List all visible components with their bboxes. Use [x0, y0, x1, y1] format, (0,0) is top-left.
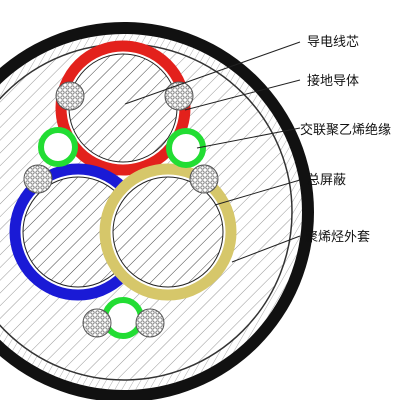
label-sheath: 聚烯烃外套	[305, 229, 370, 245]
stranded-ground-wire	[82, 308, 112, 338]
leader-line-insulation	[196, 127, 301, 149]
stranded-ground-wire	[189, 164, 219, 194]
stranded-ground-wire	[55, 81, 85, 111]
label-ground-conductor: 接地导体	[307, 73, 359, 89]
stranded-ground-wire	[23, 164, 53, 194]
stranded-ground-wire	[135, 308, 165, 338]
leader-line-conductor	[124, 41, 301, 105]
leader-line-ground	[184, 79, 301, 111]
leader-line-shield	[214, 179, 301, 206]
green-ground-core-left	[38, 127, 78, 167]
red-power-core	[55, 40, 191, 176]
yellow-power-core	[99, 163, 237, 301]
label-shield: 总屏蔽	[307, 173, 346, 188]
stranded-ground-wire	[164, 81, 194, 111]
label-insulation: 交联聚乙烯绝缘	[300, 122, 391, 138]
label-conductor: 导电线芯	[307, 35, 359, 50]
leader-line-sheath	[231, 235, 301, 263]
green-ground-core-right	[166, 128, 206, 168]
